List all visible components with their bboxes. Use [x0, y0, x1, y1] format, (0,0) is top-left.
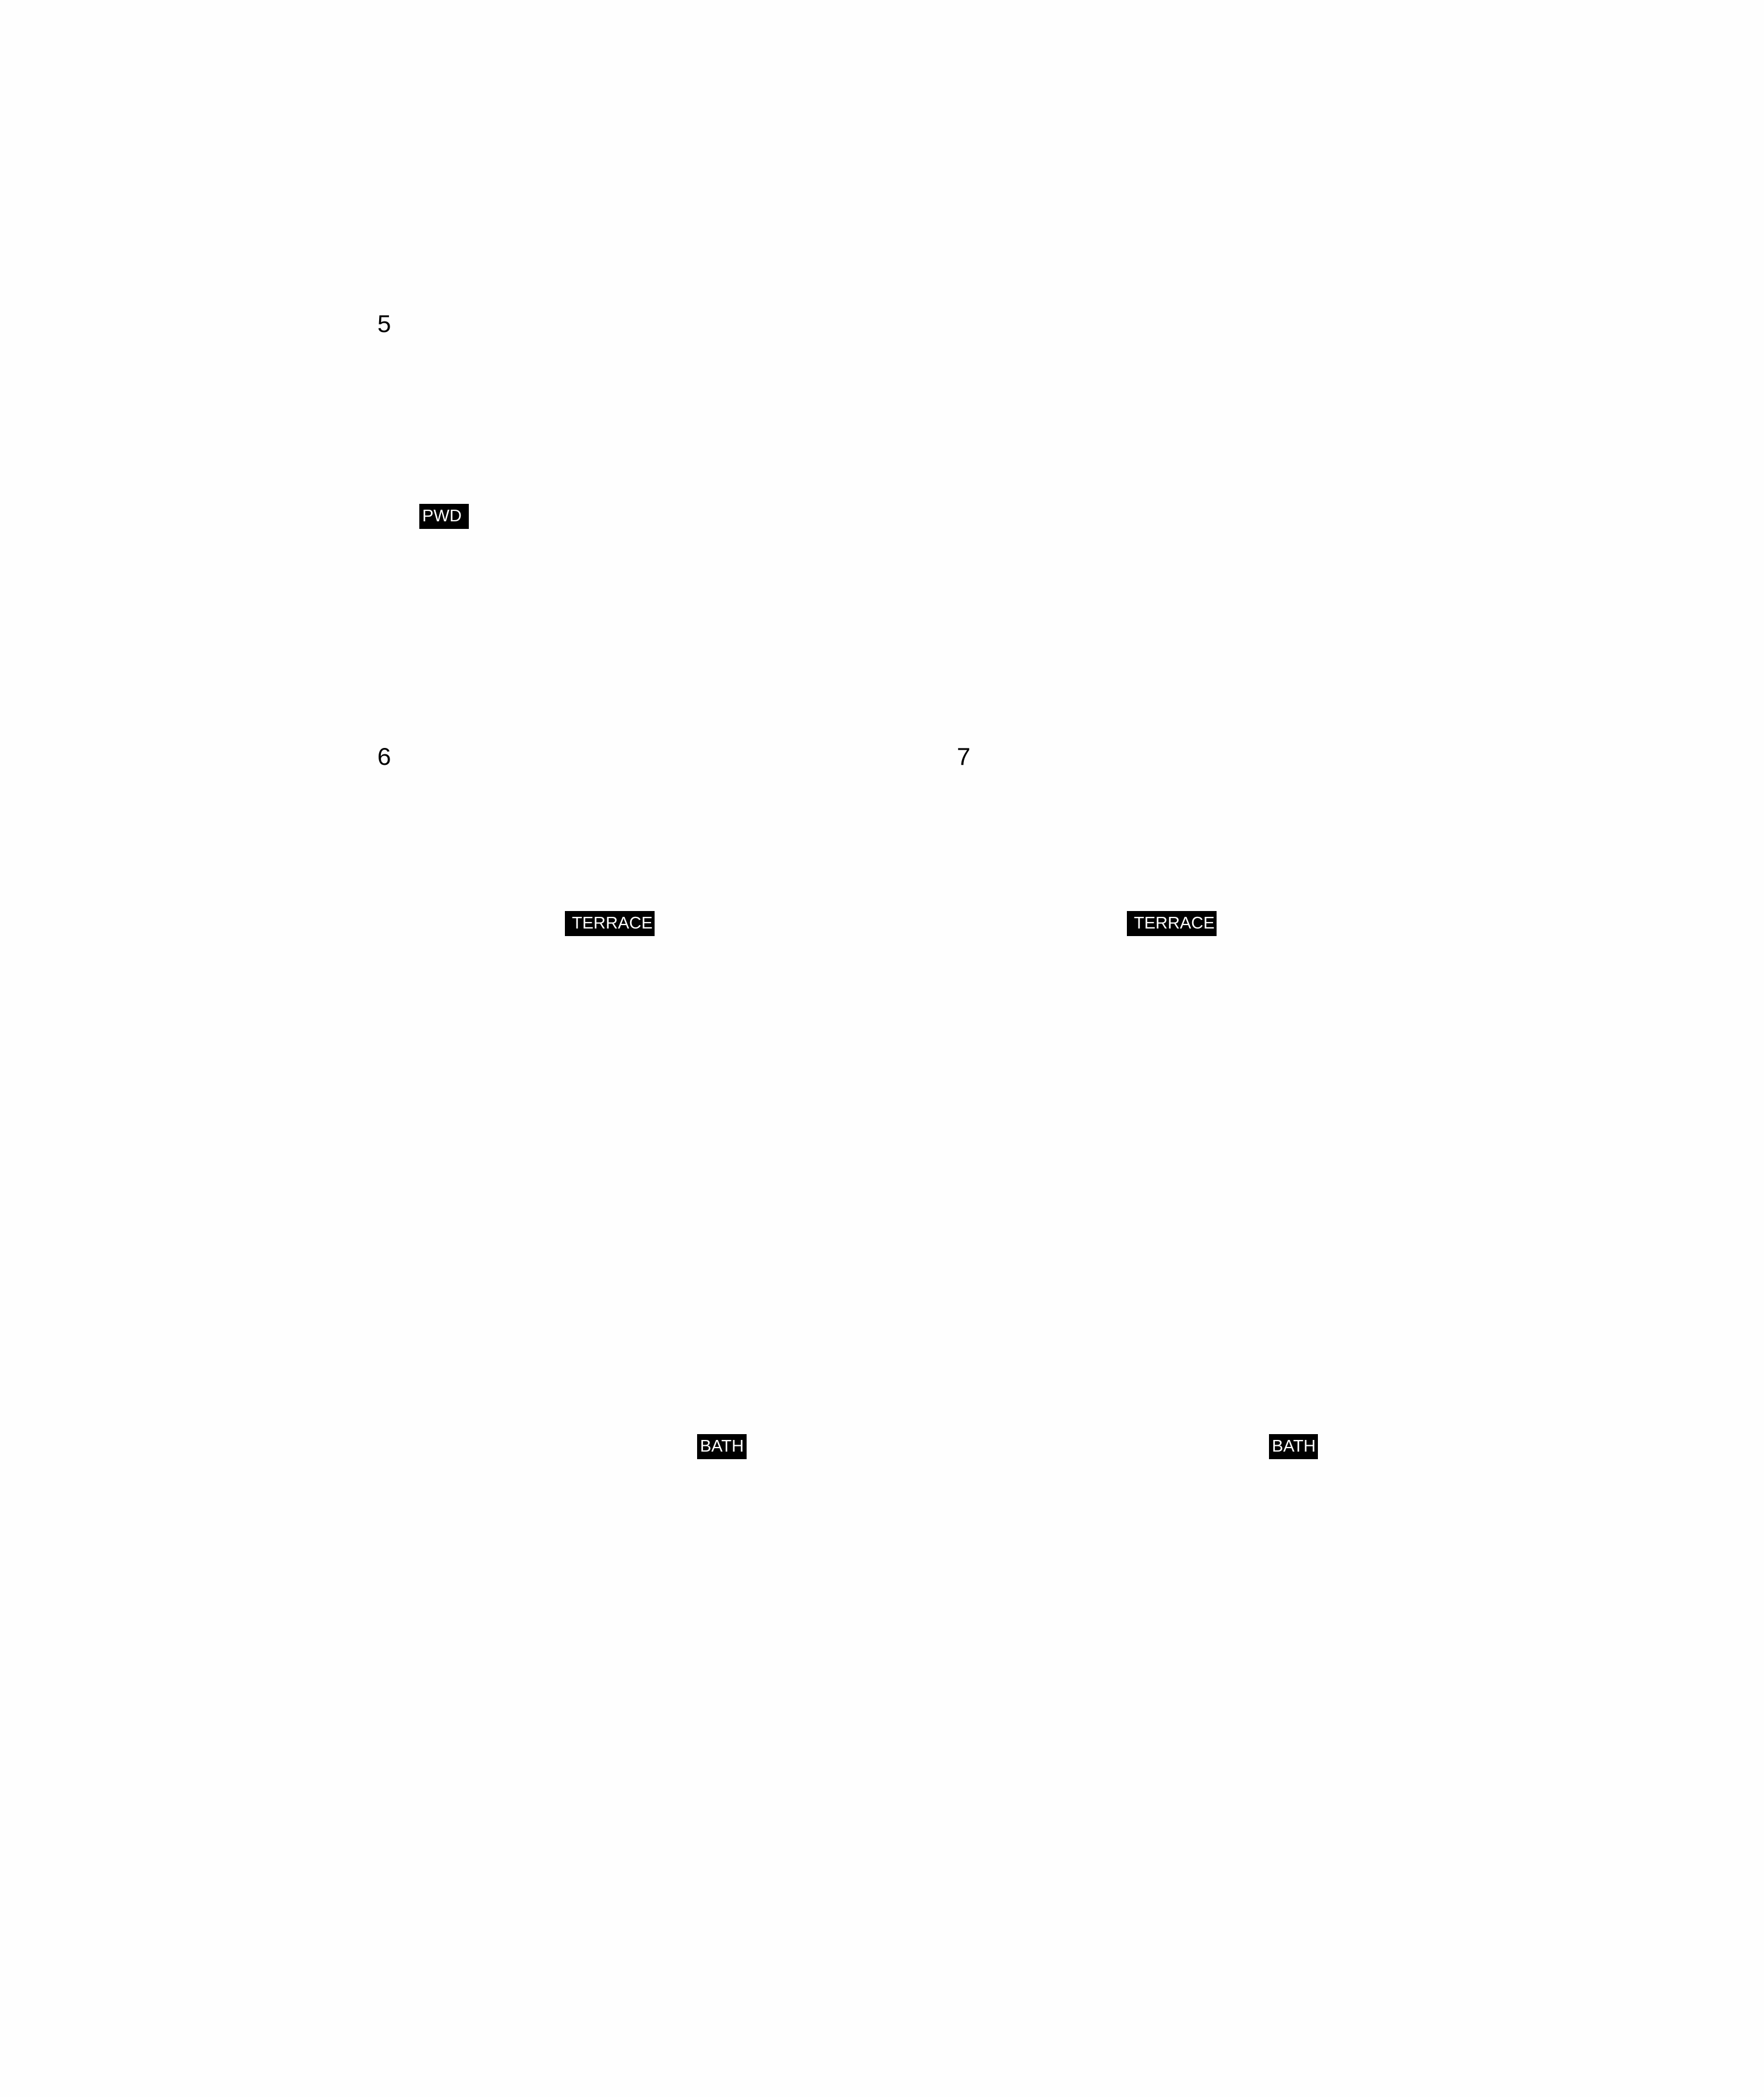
plan-number-5: 5 [377, 310, 391, 337]
plan-number-7: 7 [957, 743, 971, 770]
room-tag-terrace-right: TERRACE [1127, 911, 1217, 936]
plan-number-6: 6 [377, 743, 391, 770]
room-tag-bath-left: BATH [697, 1434, 747, 1459]
room-tag-bath-right: BATH [1269, 1434, 1318, 1459]
room-tag-pwd: PWD [419, 504, 469, 529]
room-tag-terrace-left: TERRACE [565, 911, 655, 936]
